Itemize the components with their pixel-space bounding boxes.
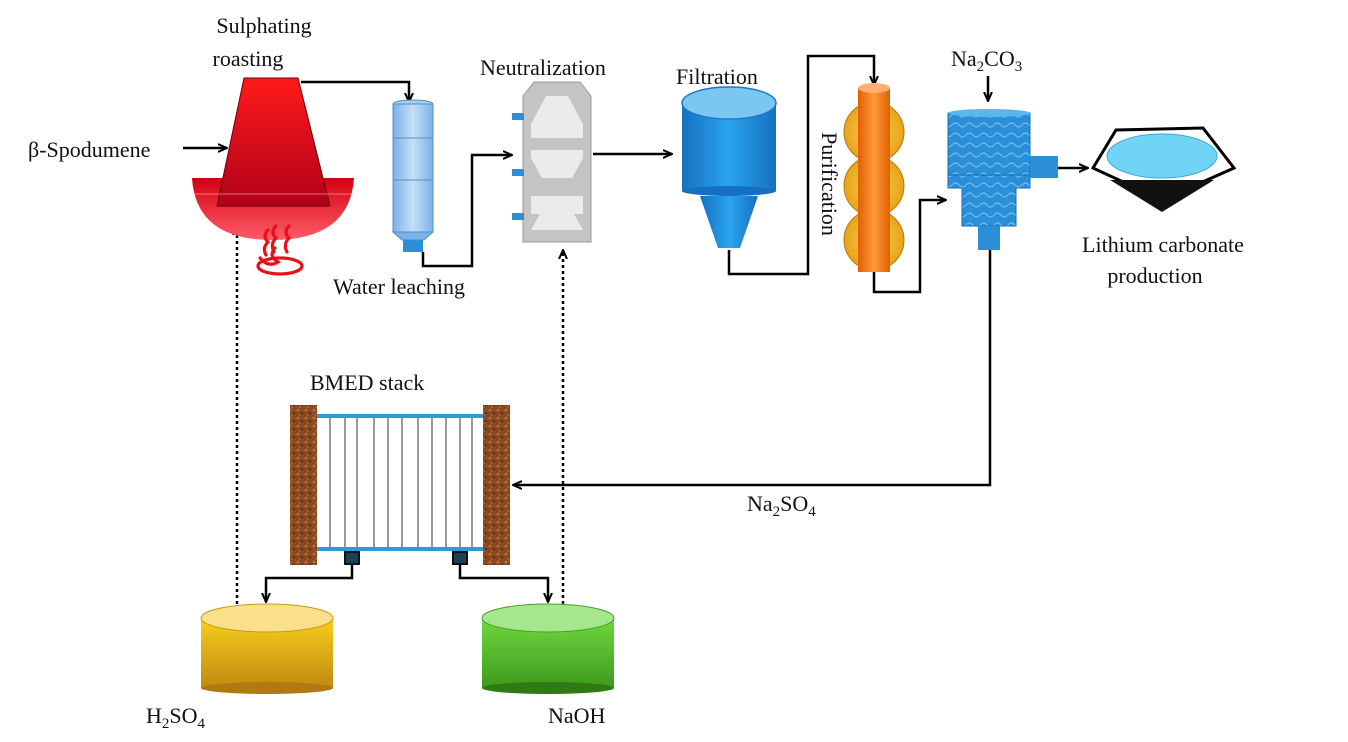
flow-bmed-to-base-tank [458,565,548,602]
bmed-stack-icon [290,405,510,565]
water-leaching-label: Water leaching [333,274,465,299]
recycle-lines [237,226,563,604]
product-dish-icon [1090,126,1237,212]
purification-label: Purification [817,132,842,236]
flow-bmed-to-acid-tank [266,565,354,602]
heat-flame-icon [256,224,304,276]
flow-filtration-to-purification [727,54,874,276]
leaching-column-icon [391,99,435,252]
lithium-carbonate-label-line1: Lithium carbonate [1082,232,1244,257]
sulphating-label-line2: roasting [213,46,284,71]
bmed-stack-label: BMED stack [310,370,424,395]
flow-leaching-to-neutralization [421,155,512,268]
neutralization-tank-icon [512,81,592,243]
base-tank-icon [481,603,615,694]
lithium-carbonate-label-line2: production [1107,263,1202,288]
na2so4-label: Na2SO4 [747,491,816,520]
h2so4-label: H2SO4 [146,703,206,732]
flow-purification-to-precipitator [872,200,946,294]
filter-hopper-icon [681,86,777,248]
roaster-cone [216,77,331,207]
roasting-furnace-icon [192,77,354,240]
sulphating-label-line1: Sulphating [216,13,311,38]
flow-na2so4-to-bmed [513,250,992,485]
precipitation-reactor-icon [947,109,1058,250]
filtration-label: Filtration [676,64,758,89]
spodumene-label: β-Spodumene [28,137,150,162]
purification-column-icon [843,83,905,272]
flow-roaster-to-leaching [301,80,409,102]
naoh-label: NaOH [548,703,606,728]
na2co3-label: Na2CO3 [951,46,1022,75]
flow-lines [183,54,1088,602]
neutralization-label: Neutralization [480,55,606,80]
acid-tank-icon [200,603,334,694]
